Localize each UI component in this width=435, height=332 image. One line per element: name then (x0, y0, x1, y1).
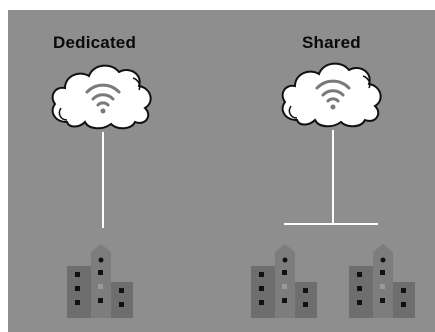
dedicated-cloud-icon (51, 64, 152, 130)
dedicated-title: Dedicated (53, 33, 137, 52)
shared-building-right-icon (349, 244, 415, 318)
shared-title: Shared (302, 33, 361, 52)
shared-cloud-icon (281, 62, 382, 128)
shared-building-left-icon (251, 244, 317, 318)
dedicated-building-icon (67, 244, 133, 318)
